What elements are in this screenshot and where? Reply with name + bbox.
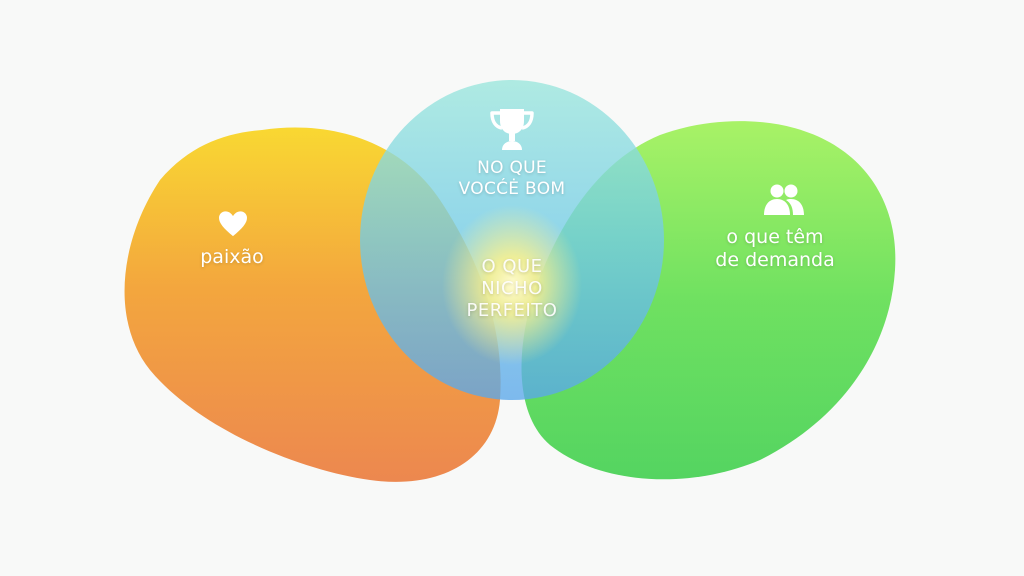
intersection-label-line-3: PERFEITO xyxy=(466,299,558,321)
trophy-icon xyxy=(490,109,534,150)
passion-label: paixão xyxy=(182,246,282,269)
users-icon xyxy=(764,184,804,215)
intersection-label-line-1: O QUE xyxy=(481,256,543,277)
intersection-label-line-2: NICHO xyxy=(481,277,543,299)
skill-label: NO QUE VOCĆĖ BOM xyxy=(430,158,594,199)
demand-label-line-1: o que têm xyxy=(726,226,824,248)
demand-label: o que têm de demanda xyxy=(680,226,870,272)
passion-label-text: paixão xyxy=(200,246,264,268)
skill-label-line-1: NO QUE xyxy=(477,158,547,178)
intersection-label: O QUE NICHO PERFEITO xyxy=(432,256,592,322)
heart-icon xyxy=(219,211,247,237)
skill-label-line-2: VOCĆĖ BOM xyxy=(458,178,566,199)
intersection-glow xyxy=(442,205,582,365)
demand-label-line-2: de demanda xyxy=(715,249,835,272)
